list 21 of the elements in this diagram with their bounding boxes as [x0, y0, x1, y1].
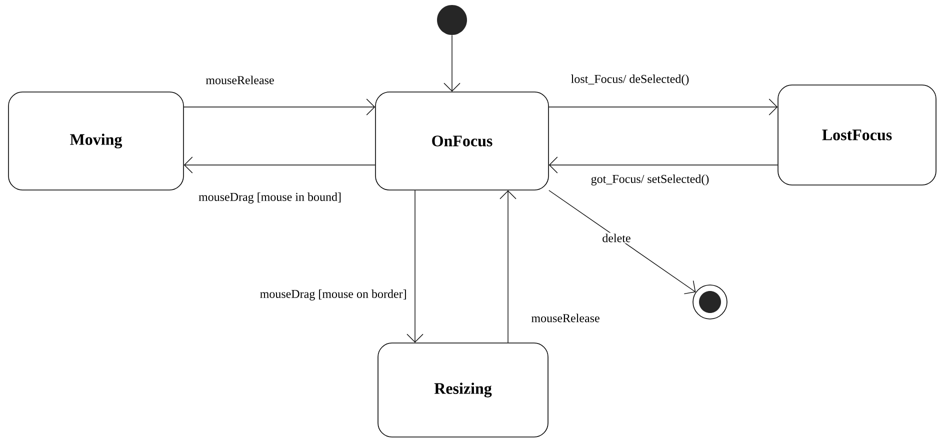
arrow [548, 190, 696, 294]
edge-label: mouseRelease [530, 312, 601, 324]
state-box: LostFocus [778, 84, 936, 186]
state-box: OnFocus [375, 92, 549, 190]
edge-label: delete [601, 232, 632, 244]
edge-label: mouseRelease [204, 74, 276, 86]
arrow [444, 34, 460, 92]
edge-label: mouseDrag [mouse in bound] [198, 192, 342, 204]
arrow [548, 98, 778, 116]
edge-label: mouseDrag [mouse on border] [258, 288, 408, 302]
arrow [500, 190, 516, 343]
edge-label: got_Focus/ setSelected() [590, 174, 710, 186]
arrow [184, 156, 376, 174]
initial-state [437, 5, 467, 35]
arrow [548, 156, 778, 174]
arrow [406, 190, 424, 343]
edge-label: lost_Focus/ deSelected() [570, 74, 690, 86]
state-box: Resizing [378, 342, 548, 438]
final-state [692, 284, 728, 320]
arrow [184, 98, 376, 116]
state-box: Moving [8, 92, 184, 190]
